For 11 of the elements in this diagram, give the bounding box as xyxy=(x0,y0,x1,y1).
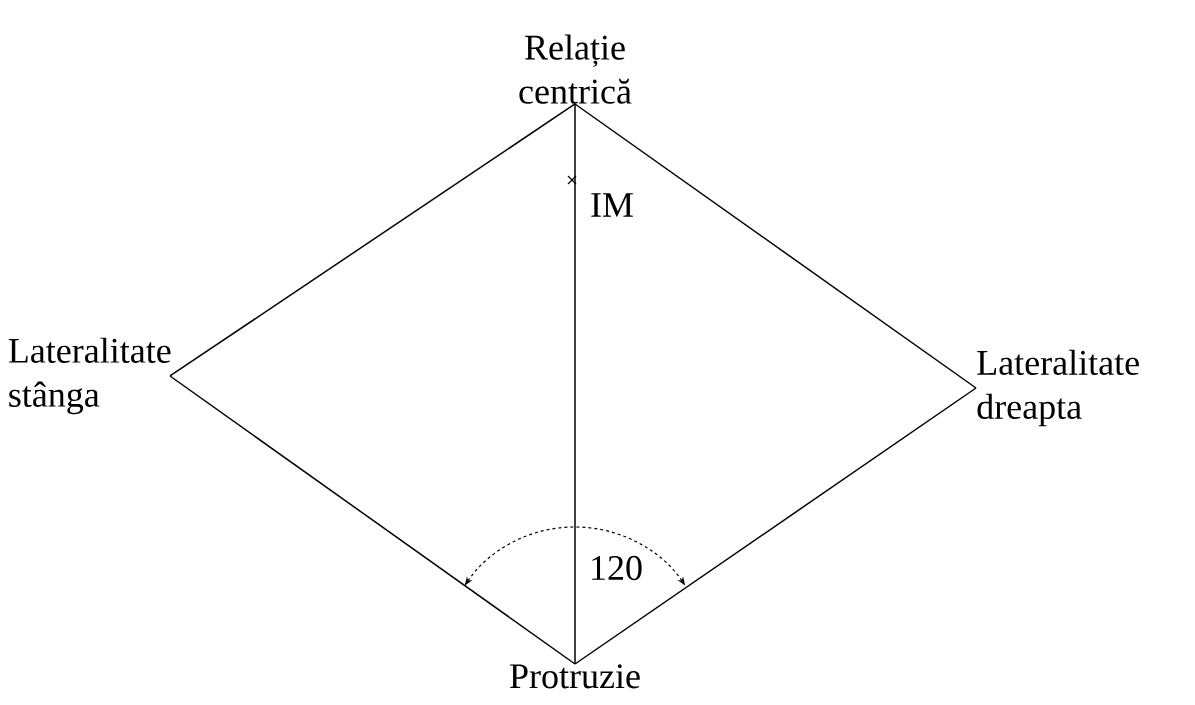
line xyxy=(169,375,576,665)
vertex-label: Protruzie xyxy=(510,664,640,689)
line xyxy=(574,387,977,665)
point-label: 120 xyxy=(592,555,642,581)
vertex-label: Lateralitate stânga xyxy=(8,337,171,415)
vertex-label: Lateralitate dreapta xyxy=(977,349,1139,427)
line xyxy=(574,103,977,389)
line xyxy=(169,103,576,377)
vertex-label: Relație centrică xyxy=(519,34,632,104)
line xyxy=(574,103,576,665)
point-label: IM xyxy=(591,193,633,217)
